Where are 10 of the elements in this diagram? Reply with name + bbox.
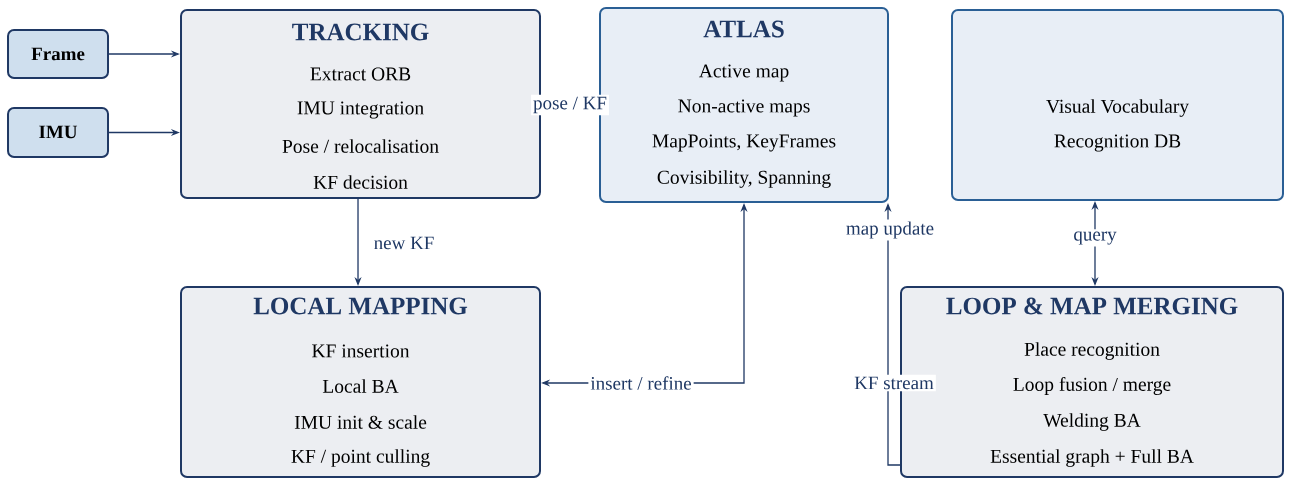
process-box: LOCAL MAPPING KF insertion Local BA IMU init & scale KF / point culling — [180, 286, 541, 478]
process-box: Visual Vocabulary Recognition DB — [951, 9, 1284, 201]
edge-label: insert / refine — [588, 374, 694, 392]
flow-label: pose / KF — [531, 94, 609, 116]
input-box: IMU — [7, 107, 109, 158]
edge-label: new KF — [374, 236, 434, 250]
flow-label: KF stream — [852, 374, 936, 392]
edge-label: query — [1071, 229, 1119, 247]
edge-label: map update — [843, 219, 937, 241]
input-box: Frame — [7, 29, 109, 79]
